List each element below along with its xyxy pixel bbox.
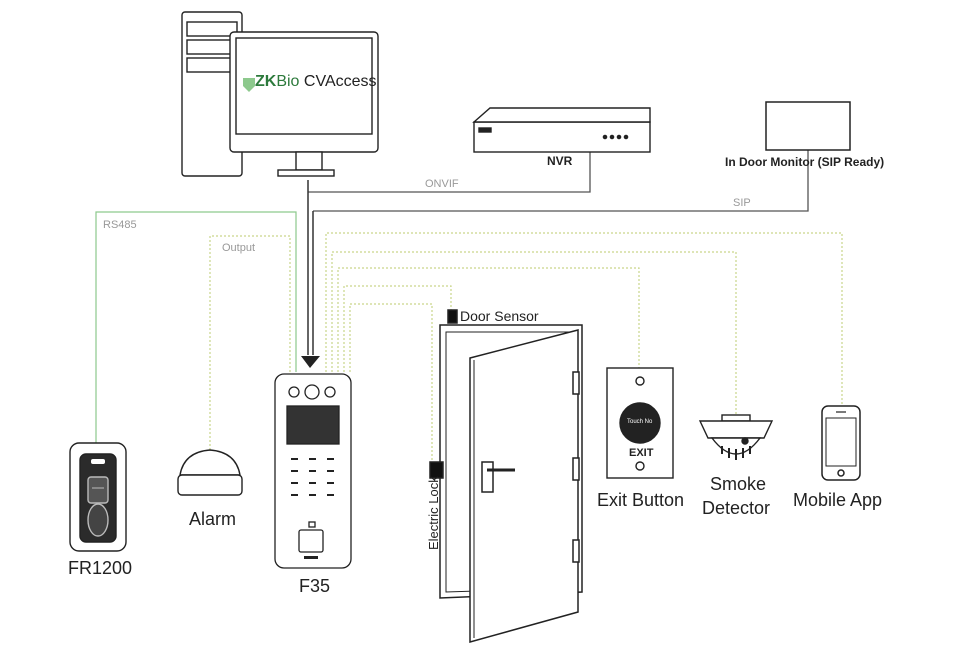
electric-lock-label: Electric Lock xyxy=(426,476,441,550)
mobile-app-label: Mobile App xyxy=(793,490,883,510)
connection-lines xyxy=(95,150,843,462)
keypad xyxy=(291,458,334,496)
smoke-line xyxy=(331,251,737,415)
exit-button-device xyxy=(606,367,674,479)
fr1200-reader xyxy=(69,442,127,552)
sip-label: SIP xyxy=(733,197,751,209)
sip-line xyxy=(313,150,809,212)
smoke-label-line2: Detector xyxy=(702,498,771,518)
door-handle xyxy=(481,461,494,493)
output-label: Output xyxy=(222,242,256,254)
camera-icon xyxy=(304,384,320,400)
f35-fingerprint-icon xyxy=(298,529,324,553)
onvif-label: ONVIF xyxy=(425,178,459,190)
electric-lock-icon xyxy=(429,461,444,479)
output-line xyxy=(209,235,291,450)
touch-label: Touch No xyxy=(627,419,653,425)
rs485-line xyxy=(95,211,297,443)
f35-screen xyxy=(286,405,340,445)
exit-button-label: Exit Button xyxy=(597,490,685,510)
door-assembly xyxy=(429,309,583,643)
touch-button-icon xyxy=(619,402,661,444)
arrow-down-icon xyxy=(301,356,320,368)
alarm-device xyxy=(177,449,243,496)
sensor-line xyxy=(343,285,452,372)
door-leaf xyxy=(469,329,579,643)
door-sensor-label: Door Sensor xyxy=(460,308,539,324)
brand-name: CVAccess xyxy=(303,73,377,90)
alarm-label: Alarm xyxy=(189,509,237,529)
nvr-device xyxy=(472,107,651,153)
nvr-label: NVR xyxy=(547,154,573,168)
fingerprint-icon xyxy=(87,476,109,504)
lock-line xyxy=(349,303,433,462)
mobile-line xyxy=(325,232,843,406)
fr1200-label: FR1200 xyxy=(68,558,133,578)
exit-label: EXIT xyxy=(629,447,654,459)
brand-prefix: Bio xyxy=(276,73,304,90)
exit-line xyxy=(337,267,640,372)
f35-terminal xyxy=(274,373,352,569)
onvif-line xyxy=(308,152,591,193)
indoor-monitor-device xyxy=(765,101,851,151)
brand-logo: ZKBio CVAccess xyxy=(255,73,377,91)
smoke-label-line1: Smoke xyxy=(710,474,767,494)
door-sensor-icon xyxy=(447,309,458,324)
f35-label: F35 xyxy=(299,576,331,596)
brand-logo-mark: ZK xyxy=(255,73,277,90)
smoke-detector-device xyxy=(698,414,774,460)
rs485-label: RS485 xyxy=(103,219,137,231)
monitor-label: In Door Monitor (SIP Ready) xyxy=(725,155,885,169)
mobile-phone-device xyxy=(821,405,861,481)
pc-workstation xyxy=(181,11,379,177)
shield-icon xyxy=(243,78,255,92)
home-button-icon xyxy=(837,469,845,477)
